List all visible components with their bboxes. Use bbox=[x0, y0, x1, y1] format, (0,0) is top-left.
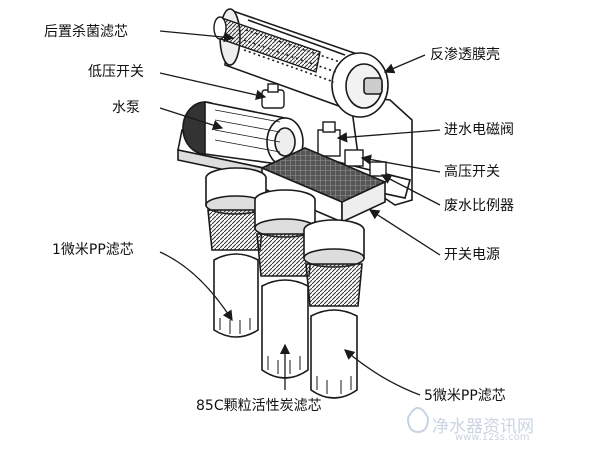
leader-power bbox=[370, 210, 440, 255]
watermark-url: www.12ss.com bbox=[455, 432, 529, 443]
label-high-pressure-switch: 高压开关 bbox=[444, 164, 500, 180]
label-water-pump: 水泵 bbox=[112, 100, 140, 116]
label-1um-pp-filter: 1微米PP滤芯 bbox=[52, 242, 134, 258]
label-switching-power-supply: 开关电源 bbox=[444, 247, 500, 263]
label-inlet-solenoid-valve: 进水电磁阀 bbox=[444, 122, 514, 138]
label-85c-carbon-filter: 85C颗粒活性炭滤芯 bbox=[196, 398, 322, 414]
label-ro-membrane-housing: 反渗透膜壳 bbox=[430, 47, 500, 63]
label-low-pressure-switch: 低压开关 bbox=[88, 64, 144, 80]
leader-ro bbox=[385, 55, 425, 72]
label-5um-pp-filter: 5微米PP滤芯 bbox=[424, 388, 506, 404]
low-pressure-switch bbox=[262, 84, 284, 108]
filter-1um-pp bbox=[206, 168, 266, 337]
filter-5um-pp bbox=[304, 220, 364, 398]
leader-low-pressure bbox=[160, 73, 265, 97]
label-post-sterilizing-filter: 后置杀菌滤芯 bbox=[44, 24, 128, 40]
watermark-logo bbox=[408, 408, 428, 432]
label-waste-water-ratio: 废水比例器 bbox=[444, 198, 514, 214]
